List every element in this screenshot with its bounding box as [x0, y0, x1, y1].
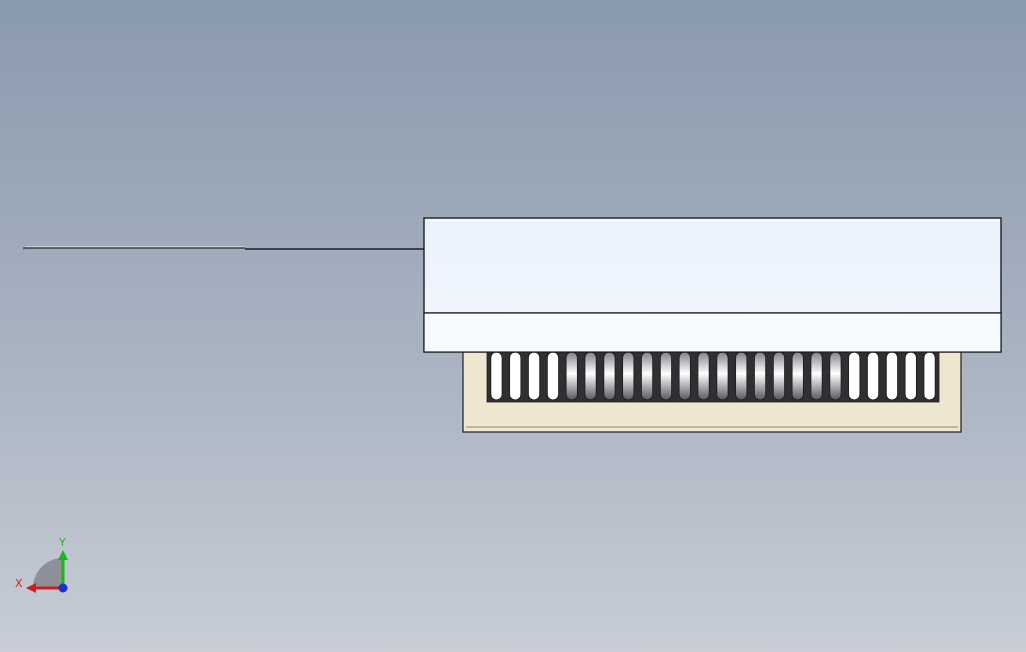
heatsink-fin [565, 351, 578, 401]
heatsink-fin [490, 351, 503, 401]
heatsink-fin [716, 351, 729, 401]
y-axis-label: Y [58, 536, 66, 549]
heatsink-fin [772, 351, 786, 401]
triad-shadow [33, 558, 63, 588]
heatsink-fin [753, 351, 767, 401]
heatsink-fin [640, 351, 654, 401]
z-axis-icon [58, 583, 68, 593]
heatsink-fin [885, 351, 899, 401]
heatsink-fin [904, 351, 917, 401]
heatsink-fins[interactable] [490, 351, 936, 401]
heatsink-fin [697, 351, 710, 401]
heatsink-fin [735, 351, 748, 401]
heatsink-fin [848, 351, 861, 401]
heatsink-fin [603, 351, 616, 401]
x-axis-label: X [15, 577, 23, 590]
heatsink-fin [509, 351, 522, 401]
heatsink-fin [622, 351, 635, 401]
heatsink-fin [584, 351, 597, 401]
heatsink-fin [866, 351, 880, 401]
heatsink-fin [791, 351, 804, 401]
heatsink-fin [546, 351, 560, 401]
heatsink-fin [659, 351, 673, 401]
heatsink-fin [810, 351, 823, 401]
housing-body[interactable] [423, 217, 1002, 353]
heatsink-fin [923, 351, 936, 401]
heatsink-fin [527, 351, 541, 401]
axis-triad: X Y [15, 536, 68, 593]
heatsink-fin [829, 351, 842, 401]
cable-lead[interactable] [23, 246, 424, 250]
heatsink-fin [678, 351, 691, 401]
